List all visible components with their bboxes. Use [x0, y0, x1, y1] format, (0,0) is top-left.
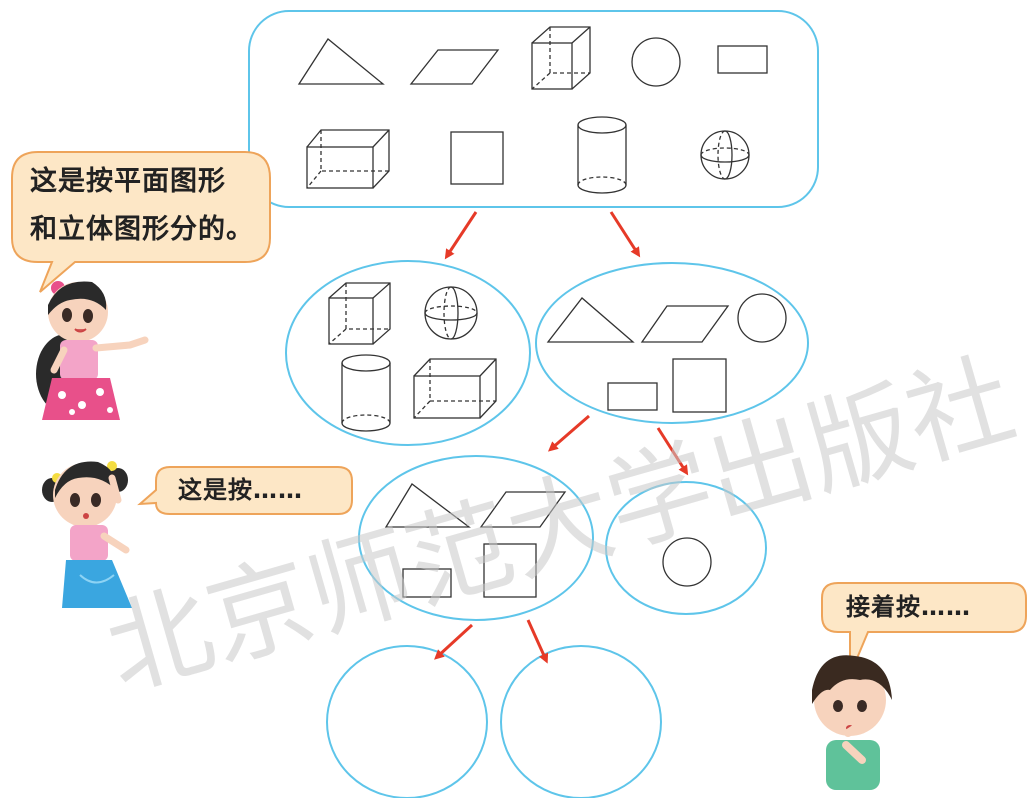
arrow — [547, 414, 590, 452]
rectangle-shape — [717, 45, 768, 74]
top-shapes — [297, 26, 768, 194]
arrows — [434, 211, 689, 664]
parallelogram-shape — [409, 49, 500, 85]
arrow — [609, 211, 641, 258]
straight-group-shapes — [384, 483, 567, 598]
straight-edge-oval — [358, 455, 594, 621]
arrow — [444, 211, 478, 260]
watermark: 北京师范大学出版社 — [93, 338, 1026, 713]
girl1-speech-line1: 这是按平面图形 — [30, 166, 226, 197]
solid-figures-oval — [285, 260, 531, 446]
circle-shape — [662, 537, 712, 587]
boy-speech: 接着按…… — [846, 593, 971, 621]
speech-bubble-girl2 — [137, 466, 353, 515]
empty-oval-right — [500, 645, 662, 798]
square-shape — [450, 131, 504, 185]
arrow — [434, 623, 474, 660]
boy-green-shirt-figure — [812, 655, 892, 790]
arrow — [526, 619, 549, 664]
curved-edge-oval — [605, 481, 767, 615]
cuboid-shape — [413, 358, 497, 419]
rectangle-shape — [402, 568, 452, 598]
solid-group-shapes — [328, 282, 497, 432]
triangle-shape — [546, 297, 635, 343]
girl-pink-dress-figure — [36, 281, 149, 420]
sphere-shape — [700, 130, 750, 180]
cylinder-shape — [577, 116, 627, 194]
rectangle-shape — [607, 382, 658, 411]
plane-group-shapes — [546, 293, 787, 413]
watermark-text: 北京师范大学出版社 — [93, 338, 1026, 713]
empty-oval-left — [326, 645, 488, 798]
speech-bubble-girl1 — [11, 151, 271, 293]
girl2-speech: 这是按…… — [178, 476, 303, 504]
parallelogram-shape — [479, 491, 567, 528]
cuboid-shape — [306, 129, 390, 189]
cube-shape — [328, 282, 391, 345]
girl-blue-skirt-figure — [42, 461, 132, 608]
circle-shape — [737, 293, 787, 343]
top-shape-panel — [248, 10, 819, 208]
sphere-shape — [424, 286, 478, 340]
circle-shape — [631, 37, 681, 87]
square-shape — [483, 543, 537, 598]
speech-bubble-boy — [821, 582, 1027, 676]
girl1-speech-line2: 和立体图形分的。 — [30, 214, 254, 245]
cylinder-shape — [341, 354, 391, 432]
triangle-shape — [297, 38, 385, 85]
square-shape — [672, 358, 727, 413]
plane-figures-oval — [535, 262, 809, 424]
parallelogram-shape — [640, 305, 730, 343]
arrow — [656, 427, 689, 476]
triangle-shape — [384, 483, 471, 528]
cube-shape — [531, 26, 591, 90]
